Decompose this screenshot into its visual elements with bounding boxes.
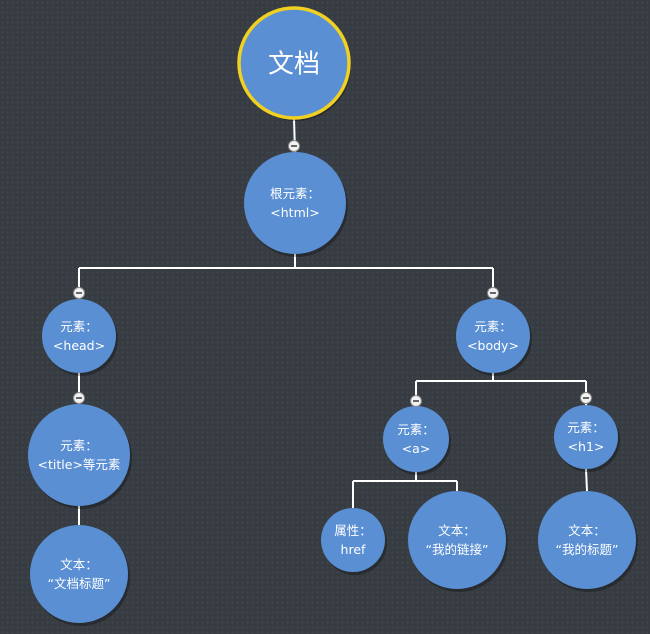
connector-h1 (585, 468, 588, 492)
node-label: <html> (270, 205, 319, 220)
node-label: <body> (467, 338, 519, 353)
node-circle (30, 525, 128, 623)
node-circle (383, 406, 449, 472)
collapse-toggle-icon[interactable] (73, 392, 85, 404)
node-label: 元素： (397, 422, 435, 437)
node-label: <a> (402, 441, 431, 456)
node-layer: 文档根元素：<html>元素：<head>元素：<title>等元素文本：“文档… (28, 6, 638, 626)
collapse-toggle-icon[interactable] (288, 140, 300, 152)
node-label: <title>等元素 (38, 457, 121, 472)
connector-lines (78, 117, 588, 525)
connector-a (352, 472, 458, 508)
node-h1-text[interactable]: 文本： “我的标题” (538, 491, 638, 592)
node-href[interactable]: 属性： href (321, 508, 387, 575)
node-head[interactable]: 元素： <head> (42, 299, 118, 376)
node-circle (456, 299, 530, 373)
node-circle (28, 404, 130, 506)
node-circle (321, 508, 385, 572)
node-label: href (341, 542, 366, 557)
connector-html (78, 254, 494, 299)
collapse-toggle-icon[interactable] (73, 287, 85, 299)
node-label: 属性： (334, 523, 372, 538)
node-label: 文档 (268, 49, 320, 79)
node-circle (538, 491, 636, 589)
collapse-toggle-icon[interactable] (410, 395, 422, 407)
node-label: 元素： (60, 319, 98, 334)
node-root[interactable]: 文档 (237, 6, 351, 121)
node-label: “我的链接” (426, 542, 489, 557)
node-label: 文本： (438, 523, 476, 538)
node-circle (244, 152, 346, 254)
node-circle (408, 491, 506, 589)
node-html[interactable]: 根元素： <html> (244, 152, 348, 257)
node-label: “文档标题” (48, 576, 111, 591)
node-label: 文本： (568, 523, 606, 538)
collapse-toggle-icon[interactable] (580, 392, 592, 404)
node-label: “我的标题” (556, 542, 619, 557)
node-h1[interactable]: 元素： <h1> (554, 405, 620, 472)
node-title[interactable]: 元素： <title>等元素 (28, 404, 132, 509)
node-body[interactable]: 元素： <body> (456, 299, 532, 376)
node-a-text[interactable]: 文本： “我的链接” (408, 491, 508, 592)
node-label: 文本： (60, 557, 98, 572)
node-label: <head> (53, 338, 105, 353)
node-label: 元素： (474, 319, 512, 334)
node-label: 根元素： (270, 186, 320, 201)
node-label: 元素： (567, 420, 605, 435)
node-circle (237, 6, 351, 120)
collapse-toggle-icon[interactable] (487, 287, 499, 299)
node-a[interactable]: 元素： <a> (383, 406, 451, 475)
node-circle (42, 299, 116, 373)
node-circle (554, 405, 618, 469)
connector-body (415, 373, 587, 406)
collapse-button-layer (73, 140, 592, 407)
node-label: 元素： (60, 438, 98, 453)
node-title-text[interactable]: 文本： “文档标题” (30, 525, 130, 626)
node-label: <h1> (568, 439, 605, 454)
